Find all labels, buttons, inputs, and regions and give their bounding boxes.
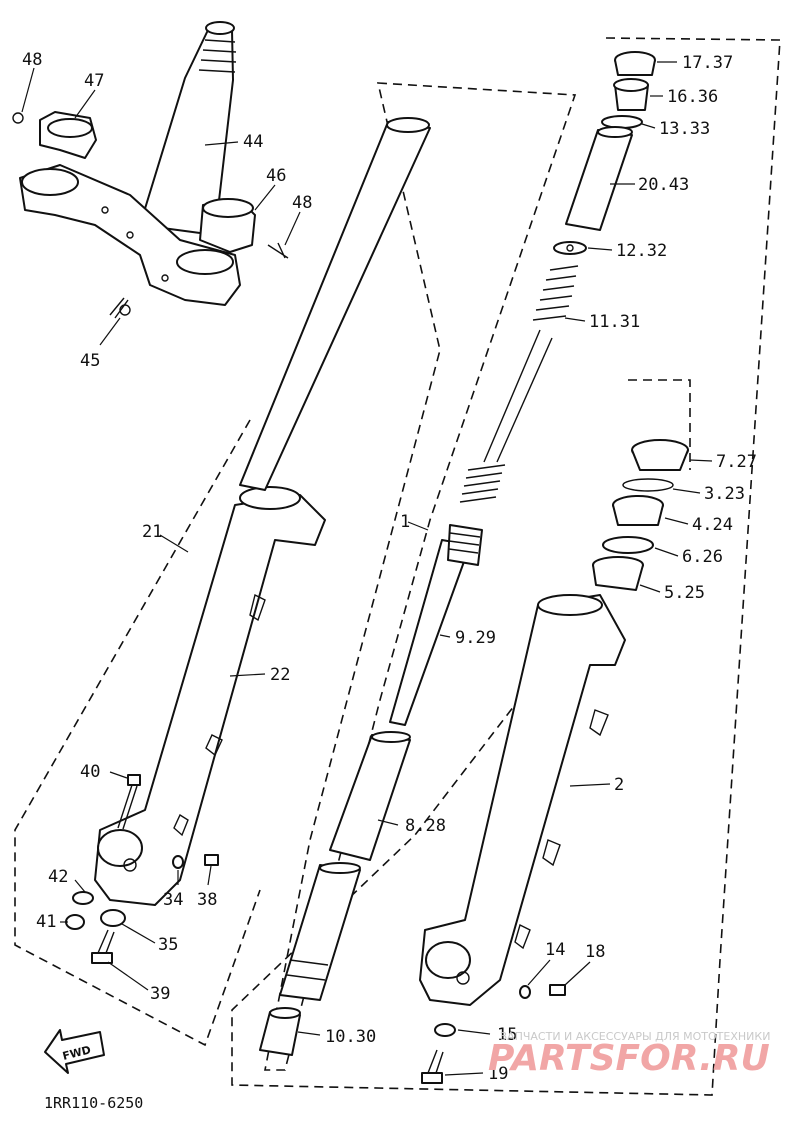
callout-7-27: 7.27 bbox=[716, 452, 757, 472]
callout-22: 22 bbox=[270, 665, 290, 685]
callout-14: 14 bbox=[545, 940, 565, 960]
callout-39: 39 bbox=[150, 984, 170, 1004]
washer-6-26 bbox=[602, 536, 654, 554]
callout-41: 41 bbox=[36, 912, 56, 932]
small-parts-left bbox=[65, 854, 219, 964]
spacer-20-43 bbox=[565, 126, 633, 231]
circlip-3-23 bbox=[622, 478, 674, 492]
damper-rod-9-29 bbox=[389, 524, 483, 726]
callout-42: 42 bbox=[48, 867, 68, 887]
small-parts-right bbox=[421, 984, 566, 1084]
callout-5-25: 5.25 bbox=[664, 583, 705, 603]
callout-38: 38 bbox=[197, 890, 217, 910]
steering-stem-assembly bbox=[12, 21, 289, 319]
callout-48b: 48 bbox=[292, 193, 312, 213]
bolt-40 bbox=[117, 774, 141, 830]
diagram-code: 1RR110-6250 bbox=[44, 1094, 143, 1112]
oil-seal-4-24 bbox=[612, 495, 664, 526]
callout-8-28: 8.28 bbox=[405, 816, 446, 836]
dust-seal-7-27 bbox=[631, 439, 689, 471]
cap-17-37 bbox=[614, 51, 656, 76]
spring-11-31 bbox=[532, 265, 579, 321]
callout-48a: 48 bbox=[22, 50, 42, 70]
callout-21: 21 bbox=[142, 522, 162, 542]
callout-6-26: 6.26 bbox=[682, 547, 723, 567]
rebound-spring bbox=[459, 329, 553, 503]
callout-19: 19 bbox=[488, 1064, 508, 1084]
leader-lines bbox=[21, 61, 713, 1076]
callout-1: 1 bbox=[400, 512, 410, 532]
fwd-arrow-icon bbox=[44, 1029, 105, 1074]
spacer-8-28 bbox=[329, 731, 411, 861]
callout-12-32: 12.32 bbox=[616, 241, 667, 261]
callout-9-29: 9.29 bbox=[455, 628, 496, 648]
callout-16-36: 16.36 bbox=[667, 87, 718, 107]
oring-13-33 bbox=[601, 115, 643, 129]
bushing-5-25 bbox=[592, 556, 644, 591]
callout-11-31: 11.31 bbox=[589, 312, 640, 332]
callout-46: 46 bbox=[266, 166, 286, 186]
callout-45: 45 bbox=[80, 351, 100, 371]
callout-4-24: 4.24 bbox=[692, 515, 733, 535]
cap-bolt-16-36 bbox=[613, 78, 649, 111]
callout-17-37: 17.37 bbox=[682, 53, 733, 73]
center-inner-tube bbox=[239, 117, 431, 491]
watermark-tagline: ЗАПЧАСТИ И АКСЕССУАРЫ ДЛЯ МОТОТЕХНИКИ bbox=[500, 1030, 770, 1043]
right-outer-tube bbox=[419, 594, 626, 1006]
callout-labels: 48 47 44 46 48 45 21 22 40 42 34 38 41 3… bbox=[22, 50, 757, 1084]
callout-13-33: 13.33 bbox=[659, 119, 710, 139]
callout-15: 15 bbox=[497, 1025, 517, 1045]
group-outlines bbox=[14, 37, 781, 1096]
callout-35: 35 bbox=[158, 935, 178, 955]
callout-10-30: 10.30 bbox=[325, 1027, 376, 1047]
callout-3-23: 3.23 bbox=[704, 484, 745, 504]
callout-20-43: 20.43 bbox=[638, 175, 689, 195]
callout-18: 18 bbox=[585, 942, 605, 962]
callout-2: 2 bbox=[614, 775, 624, 795]
slide-bushing bbox=[279, 862, 361, 1001]
callout-34: 34 bbox=[163, 890, 183, 910]
oil-lock-10-30 bbox=[259, 1007, 301, 1056]
watermark-brand: PARTSFOR.RU bbox=[488, 1038, 770, 1079]
washer-12-32 bbox=[553, 241, 587, 255]
left-outer-tube bbox=[94, 486, 326, 906]
callout-47: 47 bbox=[84, 71, 104, 91]
callout-40: 40 bbox=[80, 762, 100, 782]
watermark: ЗАПЧАСТИ И АКСЕССУАРЫ ДЛЯ МОТОТЕХНИКИ PA… bbox=[488, 1030, 770, 1079]
callout-44: 44 bbox=[243, 132, 263, 152]
